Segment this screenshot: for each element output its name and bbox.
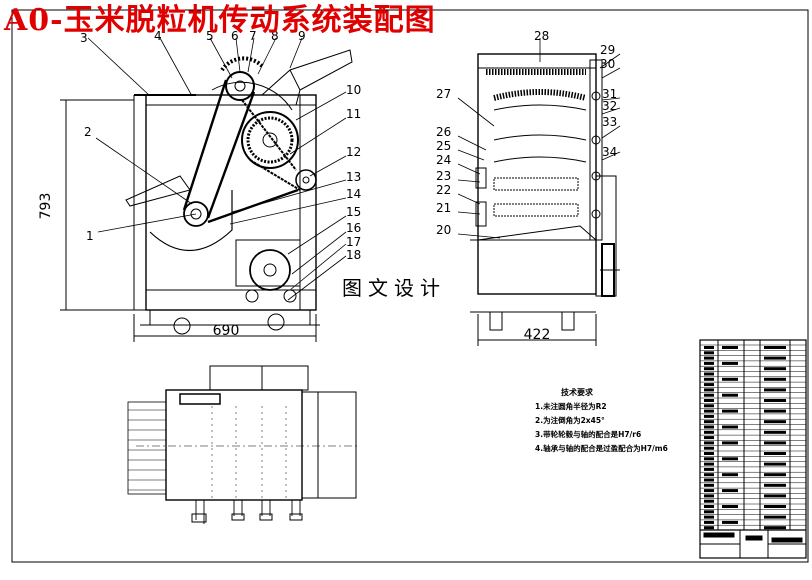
tech-requirement-3: 3.带轮轮毂与轴的配合是H7/r6 <box>535 430 642 439</box>
callout-4: 4 <box>154 29 162 43</box>
dim-793: 793 <box>38 193 54 220</box>
callout-10: 10 <box>346 83 361 97</box>
side-view <box>470 53 620 346</box>
top-view <box>127 365 360 524</box>
callout-14: 14 <box>346 187 361 201</box>
callout-23: 23 <box>436 169 451 183</box>
callout-11: 11 <box>346 107 361 121</box>
tech-requirement-2: 2.为注倒角为2x45° <box>535 416 605 425</box>
callout-18: 18 <box>346 248 361 262</box>
callout-24: 24 <box>436 153 451 167</box>
callout-22: 22 <box>436 183 451 197</box>
callout-5: 5 <box>206 29 214 43</box>
callout-33: 33 <box>602 115 617 129</box>
callout-9: 9 <box>298 29 306 43</box>
tech-requirement-1: 1.未注圆角半径为R2 <box>535 402 607 411</box>
callout-3: 3 <box>80 31 88 45</box>
callout-25: 25 <box>436 139 451 153</box>
callout-16: 16 <box>346 221 361 235</box>
side-leader-lines <box>457 38 621 239</box>
drawing-title: A0-玉米脱粒机传动系统装配图 <box>4 3 436 38</box>
front-leader-lines <box>87 37 347 301</box>
front-view <box>60 49 353 342</box>
callout-13: 13 <box>346 170 361 184</box>
callout-15: 15 <box>346 205 361 219</box>
callout-6: 6 <box>231 29 239 43</box>
callout-8: 8 <box>271 29 279 43</box>
callout-26: 26 <box>436 125 451 139</box>
parts-list <box>699 339 807 559</box>
tech-requirement-4: 4.轴承与轴的配合是过盈配合为H7/m6 <box>535 444 668 453</box>
dim-690: 690 <box>213 323 240 339</box>
callout-17: 17 <box>346 235 361 249</box>
callout-34: 34 <box>602 145 617 159</box>
callout-27: 27 <box>436 87 451 101</box>
callout-21: 21 <box>436 201 451 215</box>
callout-30: 30 <box>600 57 615 71</box>
callout-28: 28 <box>534 29 549 43</box>
drawing-border <box>11 9 809 563</box>
callout-12: 12 <box>346 145 361 159</box>
tech-requirements-heading: 技术要求 <box>561 388 593 397</box>
callout-29: 29 <box>600 43 615 57</box>
callout-32: 32 <box>602 99 617 113</box>
dim-422: 422 <box>524 327 551 343</box>
callout-31: 31 <box>602 87 617 101</box>
watermark-text: 图文设计 <box>338 274 450 302</box>
technical-requirements: 技术要求 1.未注圆角半径为R2 2.为注倒角为2x45° 3.带轮轮毂与轴的配… <box>535 386 668 456</box>
callout-1: 1 <box>86 229 94 243</box>
callout-7: 7 <box>249 29 257 43</box>
callout-20: 20 <box>436 223 451 237</box>
callout-2: 2 <box>84 125 92 139</box>
